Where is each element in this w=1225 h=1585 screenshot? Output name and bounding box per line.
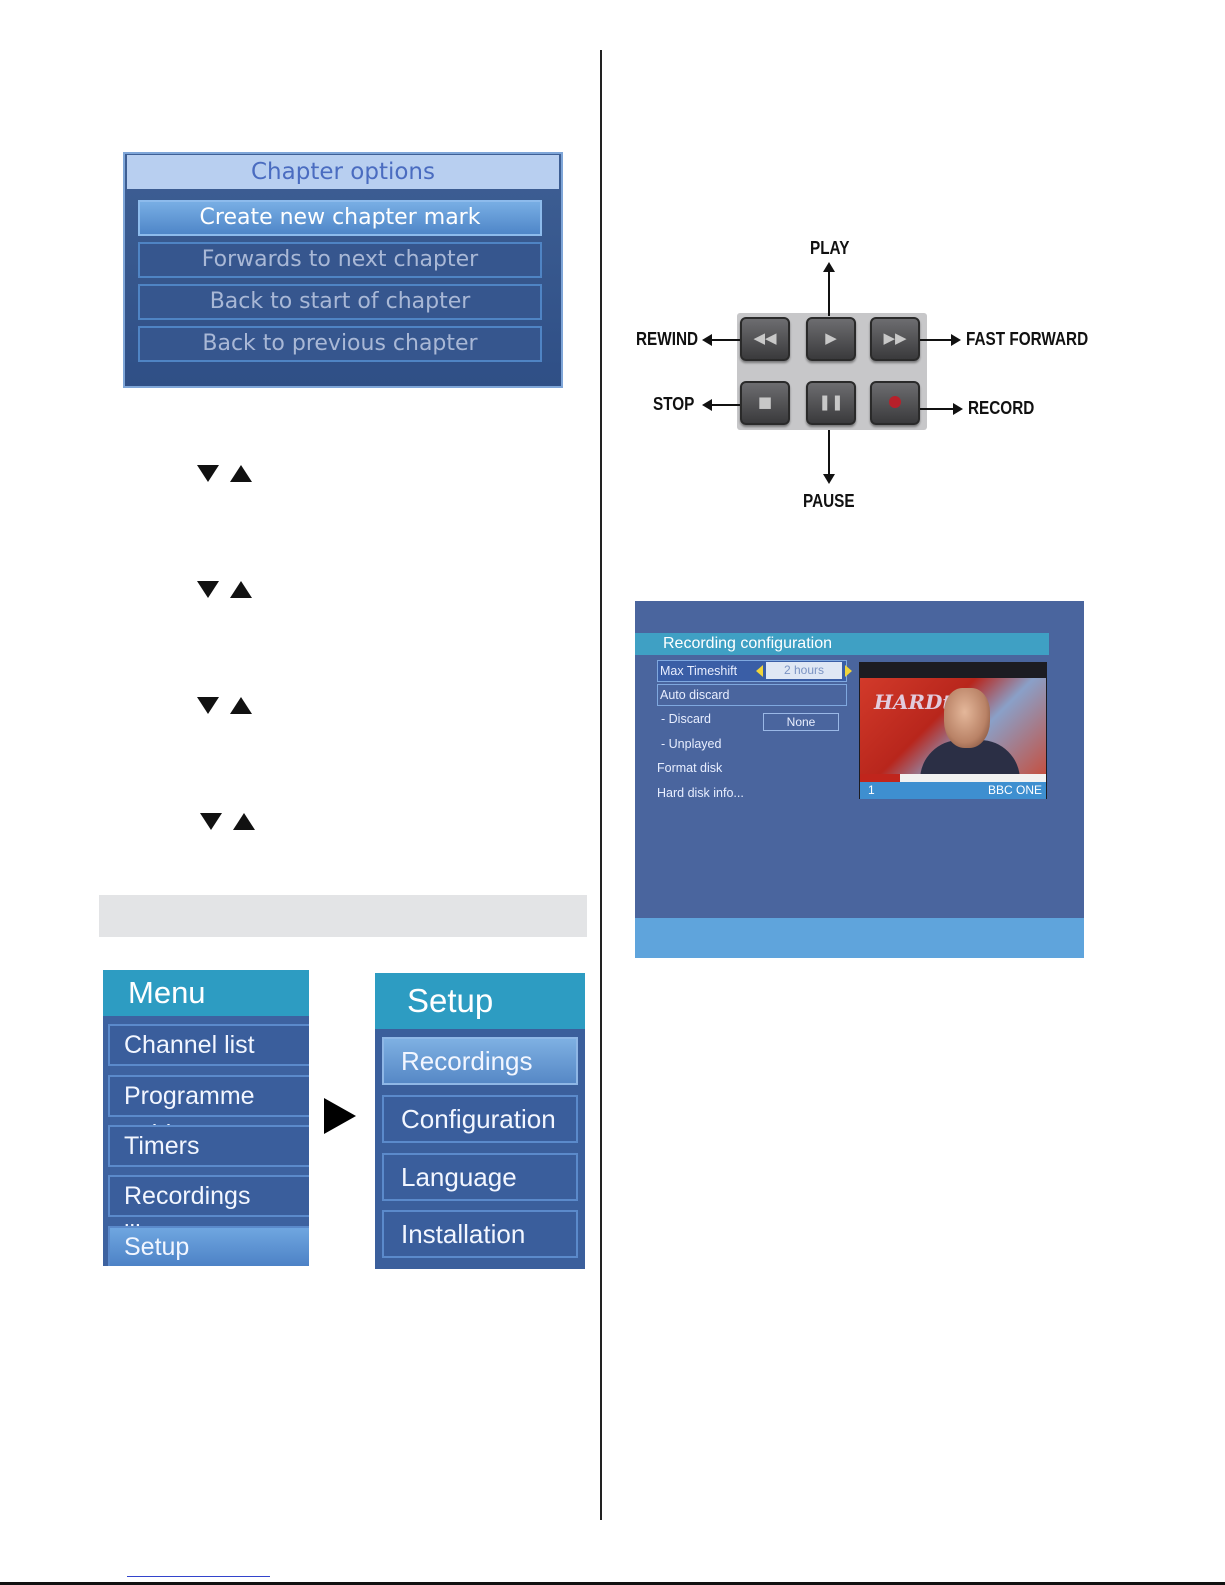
stop-label: STOP — [653, 394, 695, 414]
down-arrow-icon — [197, 465, 219, 482]
menu-item-programme-guide[interactable]: Programme guide — [108, 1075, 309, 1148]
recording-configuration-screen: Recording configuration Max Timeshift 2 … — [635, 601, 1084, 958]
up-arrow-icon — [230, 697, 252, 714]
max-timeshift-value[interactable]: 2 hours — [766, 662, 842, 679]
main-menu-panel: Menu Channel list Programme guide Timers… — [103, 970, 309, 1266]
screen-footer-bar — [635, 918, 1084, 958]
arrow-down-icon — [823, 474, 835, 484]
recording-configuration-title: Recording configuration — [635, 633, 1049, 655]
stop-icon: ■ — [757, 393, 773, 411]
chapter-option-create-mark[interactable]: Create new chapter mark — [138, 200, 542, 236]
chapter-option-back-start[interactable]: Back to start of chapter — [138, 284, 542, 320]
right-arrow-icon — [324, 1098, 356, 1134]
preview-video-image: HARDtalk — [860, 678, 1046, 782]
play-button[interactable]: ▶ — [806, 317, 856, 361]
arrow-right-icon — [953, 403, 963, 415]
fast-forward-button[interactable]: ▶▶ — [870, 317, 920, 361]
up-arrow-icon — [230, 581, 252, 598]
channel-info-bar: 1 BBC ONE — [860, 782, 1046, 799]
stop-button[interactable]: ■ — [740, 381, 790, 425]
chapter-option-forwards-next[interactable]: Forwards to next chapter — [138, 242, 542, 278]
nav-arrows-3 — [197, 695, 257, 717]
unplayed-row[interactable]: - Unplayed — [661, 737, 722, 751]
menu-item-setup[interactable]: Setup — [108, 1226, 309, 1266]
rewind-arrow-line — [710, 339, 740, 341]
setup-item-recordings[interactable]: Recordings — [382, 1037, 578, 1085]
record-icon — [889, 396, 901, 408]
arrow-left-icon — [702, 399, 712, 411]
pause-arrow-line — [828, 430, 830, 474]
format-disk-row[interactable]: Format disk — [657, 761, 723, 775]
play-label: PLAY — [810, 238, 850, 258]
record-arrow-line — [920, 408, 958, 410]
down-arrow-icon — [197, 581, 219, 598]
section-header-bar — [99, 895, 587, 937]
discard-value[interactable]: None — [763, 713, 839, 731]
down-arrow-icon — [197, 697, 219, 714]
menu-item-channel-list[interactable]: Channel list — [108, 1024, 309, 1066]
nav-arrows-1 — [197, 463, 257, 485]
menu-item-timers[interactable]: Timers — [108, 1125, 309, 1167]
pause-icon: ❚❚ — [818, 393, 844, 411]
up-arrow-icon — [233, 813, 255, 830]
column-divider — [600, 50, 602, 1520]
fast-forward-icon: ▶▶ — [883, 329, 907, 347]
channel-name: BBC ONE — [987, 783, 1042, 797]
footer-underline — [127, 1576, 270, 1577]
pause-label: PAUSE — [803, 491, 855, 511]
chapter-option-back-previous[interactable]: Back to previous chapter — [138, 326, 542, 362]
setup-title: Setup — [375, 973, 585, 1029]
right-arrow-icon[interactable] — [845, 665, 852, 677]
menu-title: Menu — [103, 970, 309, 1016]
chapter-options-title: Chapter options — [127, 155, 559, 189]
setup-menu-panel: Setup Recordings Configuration Language … — [375, 973, 585, 1269]
nav-arrows-4 — [200, 811, 260, 833]
record-label: RECORD — [968, 398, 1035, 418]
max-timeshift-label: Max Timeshift — [660, 664, 738, 678]
rewind-icon: ◀◀ — [753, 329, 777, 347]
setup-item-language[interactable]: Language — [382, 1153, 578, 1201]
rewind-button[interactable]: ◀◀ — [740, 317, 790, 361]
up-arrow-icon — [230, 465, 252, 482]
fast-forward-arrow-line — [920, 339, 956, 341]
record-button[interactable] — [870, 381, 920, 425]
arrow-up-icon — [823, 262, 835, 272]
play-icon: ▶ — [825, 329, 837, 347]
down-arrow-icon — [200, 813, 222, 830]
auto-discard-row[interactable]: Auto discard — [657, 684, 847, 706]
stop-arrow-line — [710, 404, 740, 406]
news-ticker — [860, 774, 1046, 782]
setup-item-installation[interactable]: Installation — [382, 1210, 578, 1258]
remote-buttons-panel: ◀◀ ▶ ▶▶ ■ ❚❚ — [737, 313, 927, 430]
menu-item-recordings-library[interactable]: Recordings library — [108, 1175, 309, 1248]
setup-item-configuration[interactable]: Configuration — [382, 1095, 578, 1143]
presenter-face — [944, 688, 990, 748]
tv-preview-window: HARDtalk 1 BBC ONE — [859, 662, 1047, 799]
left-arrow-icon[interactable] — [756, 665, 763, 677]
discard-row[interactable]: - Discard — [661, 712, 712, 726]
arrow-left-icon — [702, 334, 712, 346]
rewind-label: REWIND — [636, 329, 699, 349]
play-arrow-line — [828, 268, 830, 316]
page-bottom-rule — [0, 1582, 1225, 1585]
hard-disk-info-row[interactable]: Hard disk info... — [657, 786, 744, 800]
fast-forward-label: FAST FORWARD — [966, 329, 1089, 349]
channel-number: 1 — [868, 783, 875, 797]
chapter-options-panel: Chapter options Create new chapter mark … — [123, 152, 563, 388]
nav-arrows-2 — [197, 579, 257, 601]
pause-button[interactable]: ❚❚ — [806, 381, 856, 425]
arrow-right-icon — [951, 334, 961, 346]
